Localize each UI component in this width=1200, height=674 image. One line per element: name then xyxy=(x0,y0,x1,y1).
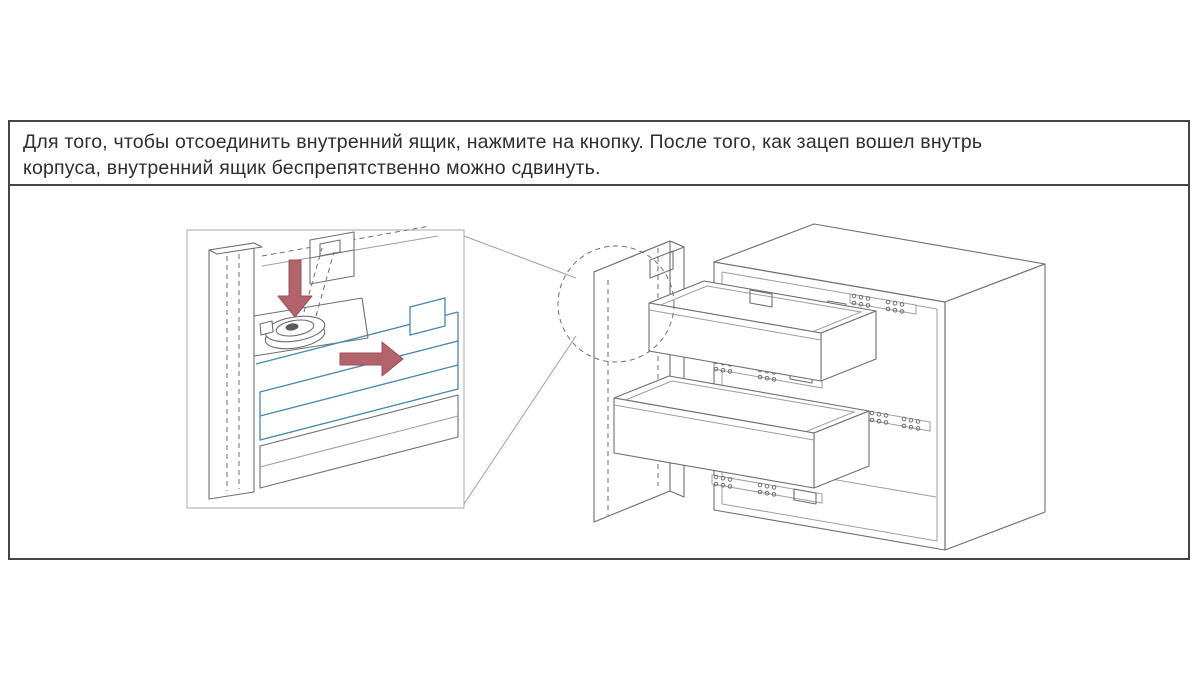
upper-drawer xyxy=(648,280,877,382)
instruction-line-1: Для того, чтобы отсоединить внутренний я… xyxy=(23,131,983,153)
mounting-plate xyxy=(793,488,817,505)
diagram-panel xyxy=(8,184,1190,560)
latch-bracket xyxy=(309,231,355,285)
lower-drawer xyxy=(613,375,870,489)
arrow-right-icon xyxy=(339,341,404,377)
arrow-down-icon xyxy=(277,259,313,318)
detail-callout xyxy=(463,235,675,505)
button-center xyxy=(285,323,299,331)
drawer-slide-rail xyxy=(253,297,369,357)
cabinet-body xyxy=(713,223,1046,551)
dashed-circle-icon xyxy=(557,245,675,363)
instruction-panel: Для того, чтобы отсоединить внутренний я… xyxy=(8,120,1190,186)
latch-housing xyxy=(749,289,773,308)
detail-frame xyxy=(186,229,465,509)
assembly-view xyxy=(593,223,1046,551)
latch-cutout xyxy=(409,297,446,336)
instruction-diagram xyxy=(186,223,1046,551)
drawer-front-band xyxy=(259,394,459,489)
detail-view xyxy=(186,225,465,509)
release-button xyxy=(259,315,326,350)
cabinet-side-board xyxy=(208,242,263,500)
instruction-line-2: корпуса, внутренний ящик беспрепятственн… xyxy=(23,157,601,179)
inner-drawer-highlight xyxy=(255,297,459,441)
latch-plate xyxy=(649,250,674,279)
